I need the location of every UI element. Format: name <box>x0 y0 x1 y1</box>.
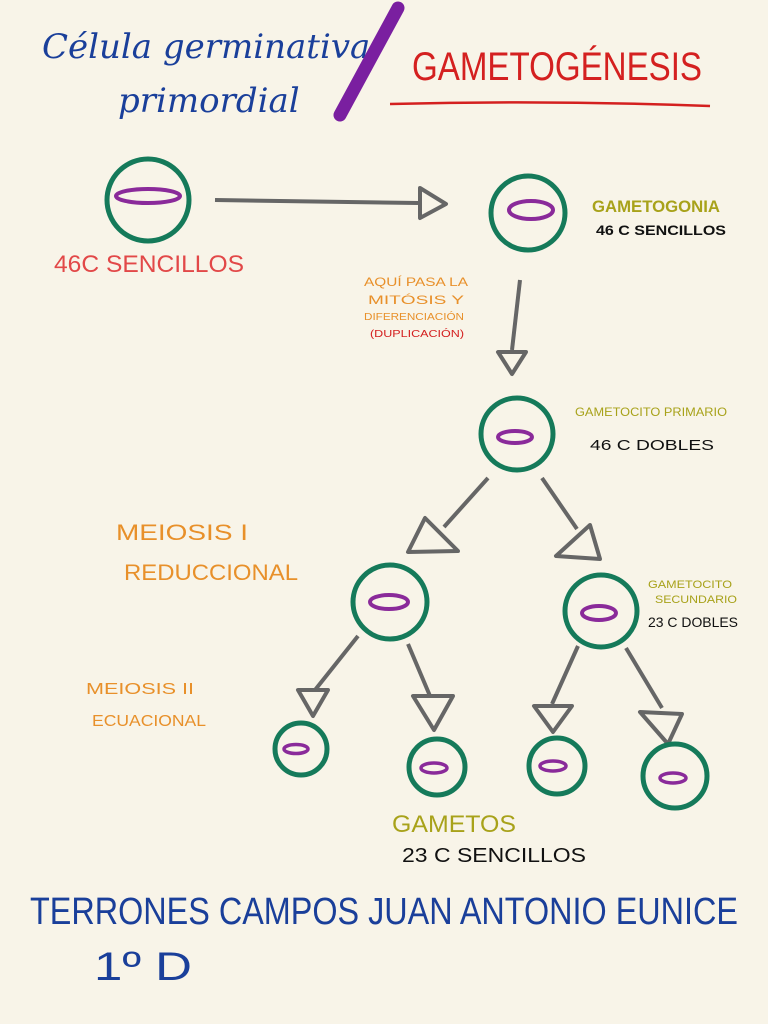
label-secondary-chromosomes: 23 C DOBLES <box>648 614 738 630</box>
arrowhead-left-down <box>406 516 460 554</box>
arrowhead-gamete-4 <box>638 710 684 746</box>
cell-secondary-right <box>562 572 640 650</box>
label-secondary-line2: SECUNDARIO <box>655 594 737 606</box>
header-left-line1: Célula germinativa <box>42 27 370 67</box>
arrow-secondary-right-to-gamete-4 <box>624 646 664 710</box>
cell-gametogonia <box>488 173 568 253</box>
cell-primordial <box>104 156 192 244</box>
label-primordial-chromosomes: 46C SENCILLOS <box>54 251 244 278</box>
nucleus-primordial <box>114 187 182 205</box>
cell-gamete-4 <box>640 741 710 811</box>
label-gametogonia-chromosomes: 46 C SENCILLOS <box>596 222 726 238</box>
arrowhead-right <box>418 186 448 220</box>
header-left-line2: primordial <box>118 81 300 121</box>
arrow-gametogonia-to-primary <box>510 279 522 351</box>
header-divider-slash <box>333 1 405 122</box>
note-mitosis-line1: AQUÍ PASA LA <box>364 274 468 289</box>
arrowhead-gamete-3 <box>532 704 574 734</box>
author-group: 1º D <box>94 945 192 989</box>
author-name: TERRONES CAMPOS JUAN ANTONIO EUNICE <box>30 891 738 933</box>
note-mitosis-line2: MITÓSIS Y <box>368 292 464 307</box>
cell-secondary-left <box>350 562 430 642</box>
arrow-secondary-left-to-gamete-1 <box>313 634 360 692</box>
nucleus-gamete-3 <box>538 759 568 773</box>
arrow-secondary-right-to-gamete-3 <box>550 645 580 705</box>
arrowhead-gamete-2 <box>411 694 455 732</box>
note-meiosis1-line2: REDUCCIONAL <box>124 560 298 585</box>
arrowhead-down <box>496 350 528 376</box>
label-secondary-line1: GAMETOCITO <box>648 579 733 591</box>
nucleus-secondary-right <box>580 604 618 622</box>
arrow-primary-to-secondary-left <box>442 476 490 529</box>
nucleus-gamete-2 <box>419 761 449 775</box>
label-gametes: GAMETOS <box>392 811 516 838</box>
arrow-primordial-to-gametogonia <box>214 198 419 205</box>
nucleus-gamete-4 <box>658 771 688 785</box>
arrowhead-right-down <box>554 523 602 561</box>
nucleus-gamete-1 <box>282 742 310 756</box>
label-primary: GAMETOCITO PRIMARIO <box>575 405 727 419</box>
arrows <box>214 186 684 746</box>
note-mitosis-line4: (DUPLICACIÓN) <box>370 327 464 340</box>
arrow-secondary-left-to-gamete-2 <box>406 643 432 697</box>
nucleus-primary <box>496 429 534 445</box>
cell-gamete-3 <box>526 735 588 797</box>
nucleus-gametogonia <box>507 199 555 221</box>
cell-primary <box>478 395 556 473</box>
note-meiosis2-line2: ECUACIONAL <box>92 713 206 730</box>
note-meiosis1-line1: MEIOSIS I <box>116 520 248 545</box>
label-primary-chromosomes: 46 C DOBLES <box>590 437 714 454</box>
arrow-primary-to-secondary-right <box>540 476 579 531</box>
label-gametogonia: GAMETOGONIA <box>592 197 720 216</box>
nucleus-secondary-left <box>368 593 410 611</box>
label-gametes-chromosomes: 23 C SENCILLOS <box>402 845 586 867</box>
cell-gamete-2 <box>406 736 468 798</box>
title-underline <box>389 101 711 108</box>
cell-gamete-1 <box>272 720 330 778</box>
note-meiosis2-line1: MEIOSIS II <box>86 681 194 698</box>
arrowhead-gamete-1 <box>296 688 330 718</box>
page-title: GAMETOGÉNESIS <box>412 44 702 89</box>
note-mitosis-line3: DIFERENCIACIÓN <box>364 310 464 323</box>
